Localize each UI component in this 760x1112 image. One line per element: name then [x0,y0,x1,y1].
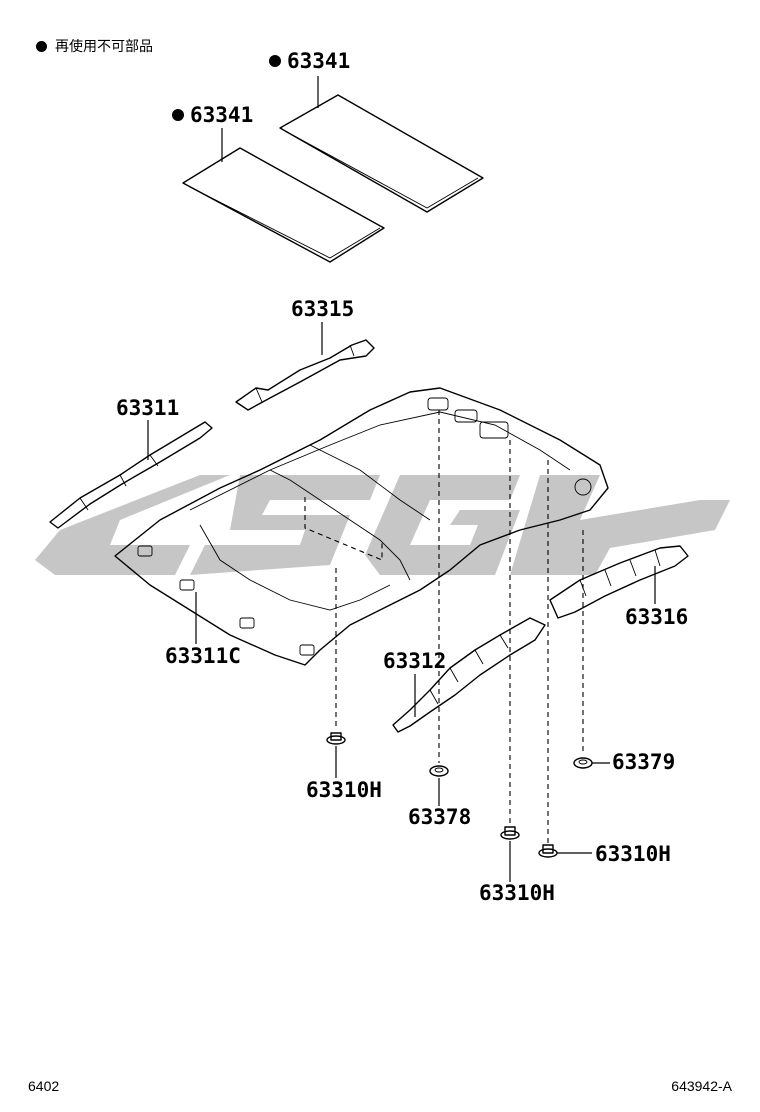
part-number-p10: 63378 [408,805,471,829]
clip-63379 [573,757,593,769]
bracket-63315 [235,339,375,411]
diagram-id: 643942-A [671,1078,732,1094]
page-code: 6402 [28,1078,60,1094]
clip-63378 [429,765,449,777]
part-number-p9: 63310H [306,778,382,802]
bullet-icon [172,109,184,121]
silencer-pad-rear [279,94,484,213]
clip-63310h-a [326,732,346,745]
part-number-p6: 63312 [383,649,446,673]
part-number-p8: 63379 [612,750,675,774]
part-number-p3: 63315 [291,297,354,321]
install-guide-lines [304,410,584,843]
part-number-p5: 63311C [165,644,241,668]
bullet-icon [269,55,281,67]
part-number: 63341 [190,103,253,127]
watermark-logo [35,475,730,575]
clip-63310h-c [538,844,558,858]
leader-lines [147,76,656,882]
part-number-p11: 63310H [479,881,555,905]
part-number: 63341 [287,49,350,73]
silencer-pad-front [182,147,385,263]
bracket-63311 [49,421,213,529]
part-label-p1: 63341 [269,49,350,73]
part-label-p2: 63341 [172,103,253,127]
roof-headliner [114,387,609,666]
legend-note: 再使用不可部品 [36,36,153,56]
bullet-icon [36,40,47,52]
bracket-63312 [392,617,546,733]
part-number-p7: 63316 [625,605,688,629]
legend-note-text: 再使用不可部品 [55,38,153,54]
clip-63310h-b [500,826,520,840]
part-number-p12: 63310H [595,842,671,866]
part-number-p4: 63311 [116,396,179,420]
